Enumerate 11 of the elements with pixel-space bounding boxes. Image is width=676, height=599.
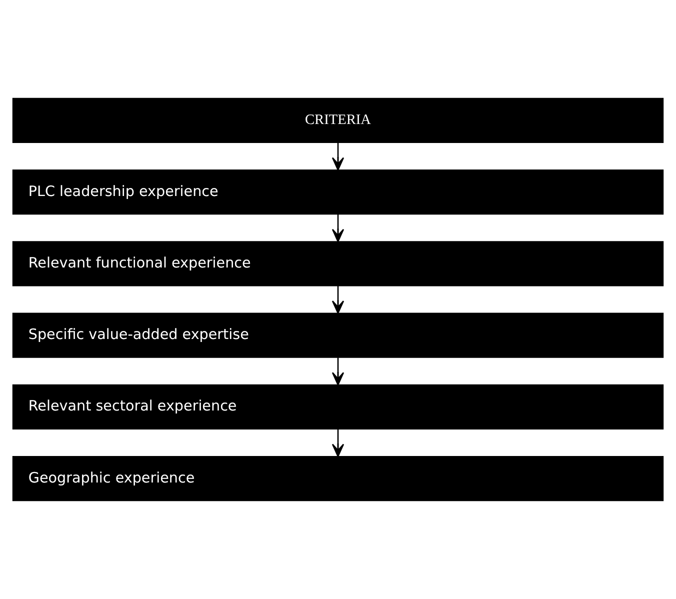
arrow [332,286,344,314]
arrow [332,429,344,458]
arrow [332,214,344,242]
node-box: Relevant functional experience [12,241,664,286]
node-box: Relevant sectoral experience [12,384,664,430]
node-box: PLC leadership experience [12,169,664,215]
node-box: CRITERIA [12,98,664,144]
node-box: Specific value-added expertise [12,312,664,358]
arrow [332,142,344,171]
node-box: Geographic experience [12,456,664,502]
arrow [332,358,344,386]
